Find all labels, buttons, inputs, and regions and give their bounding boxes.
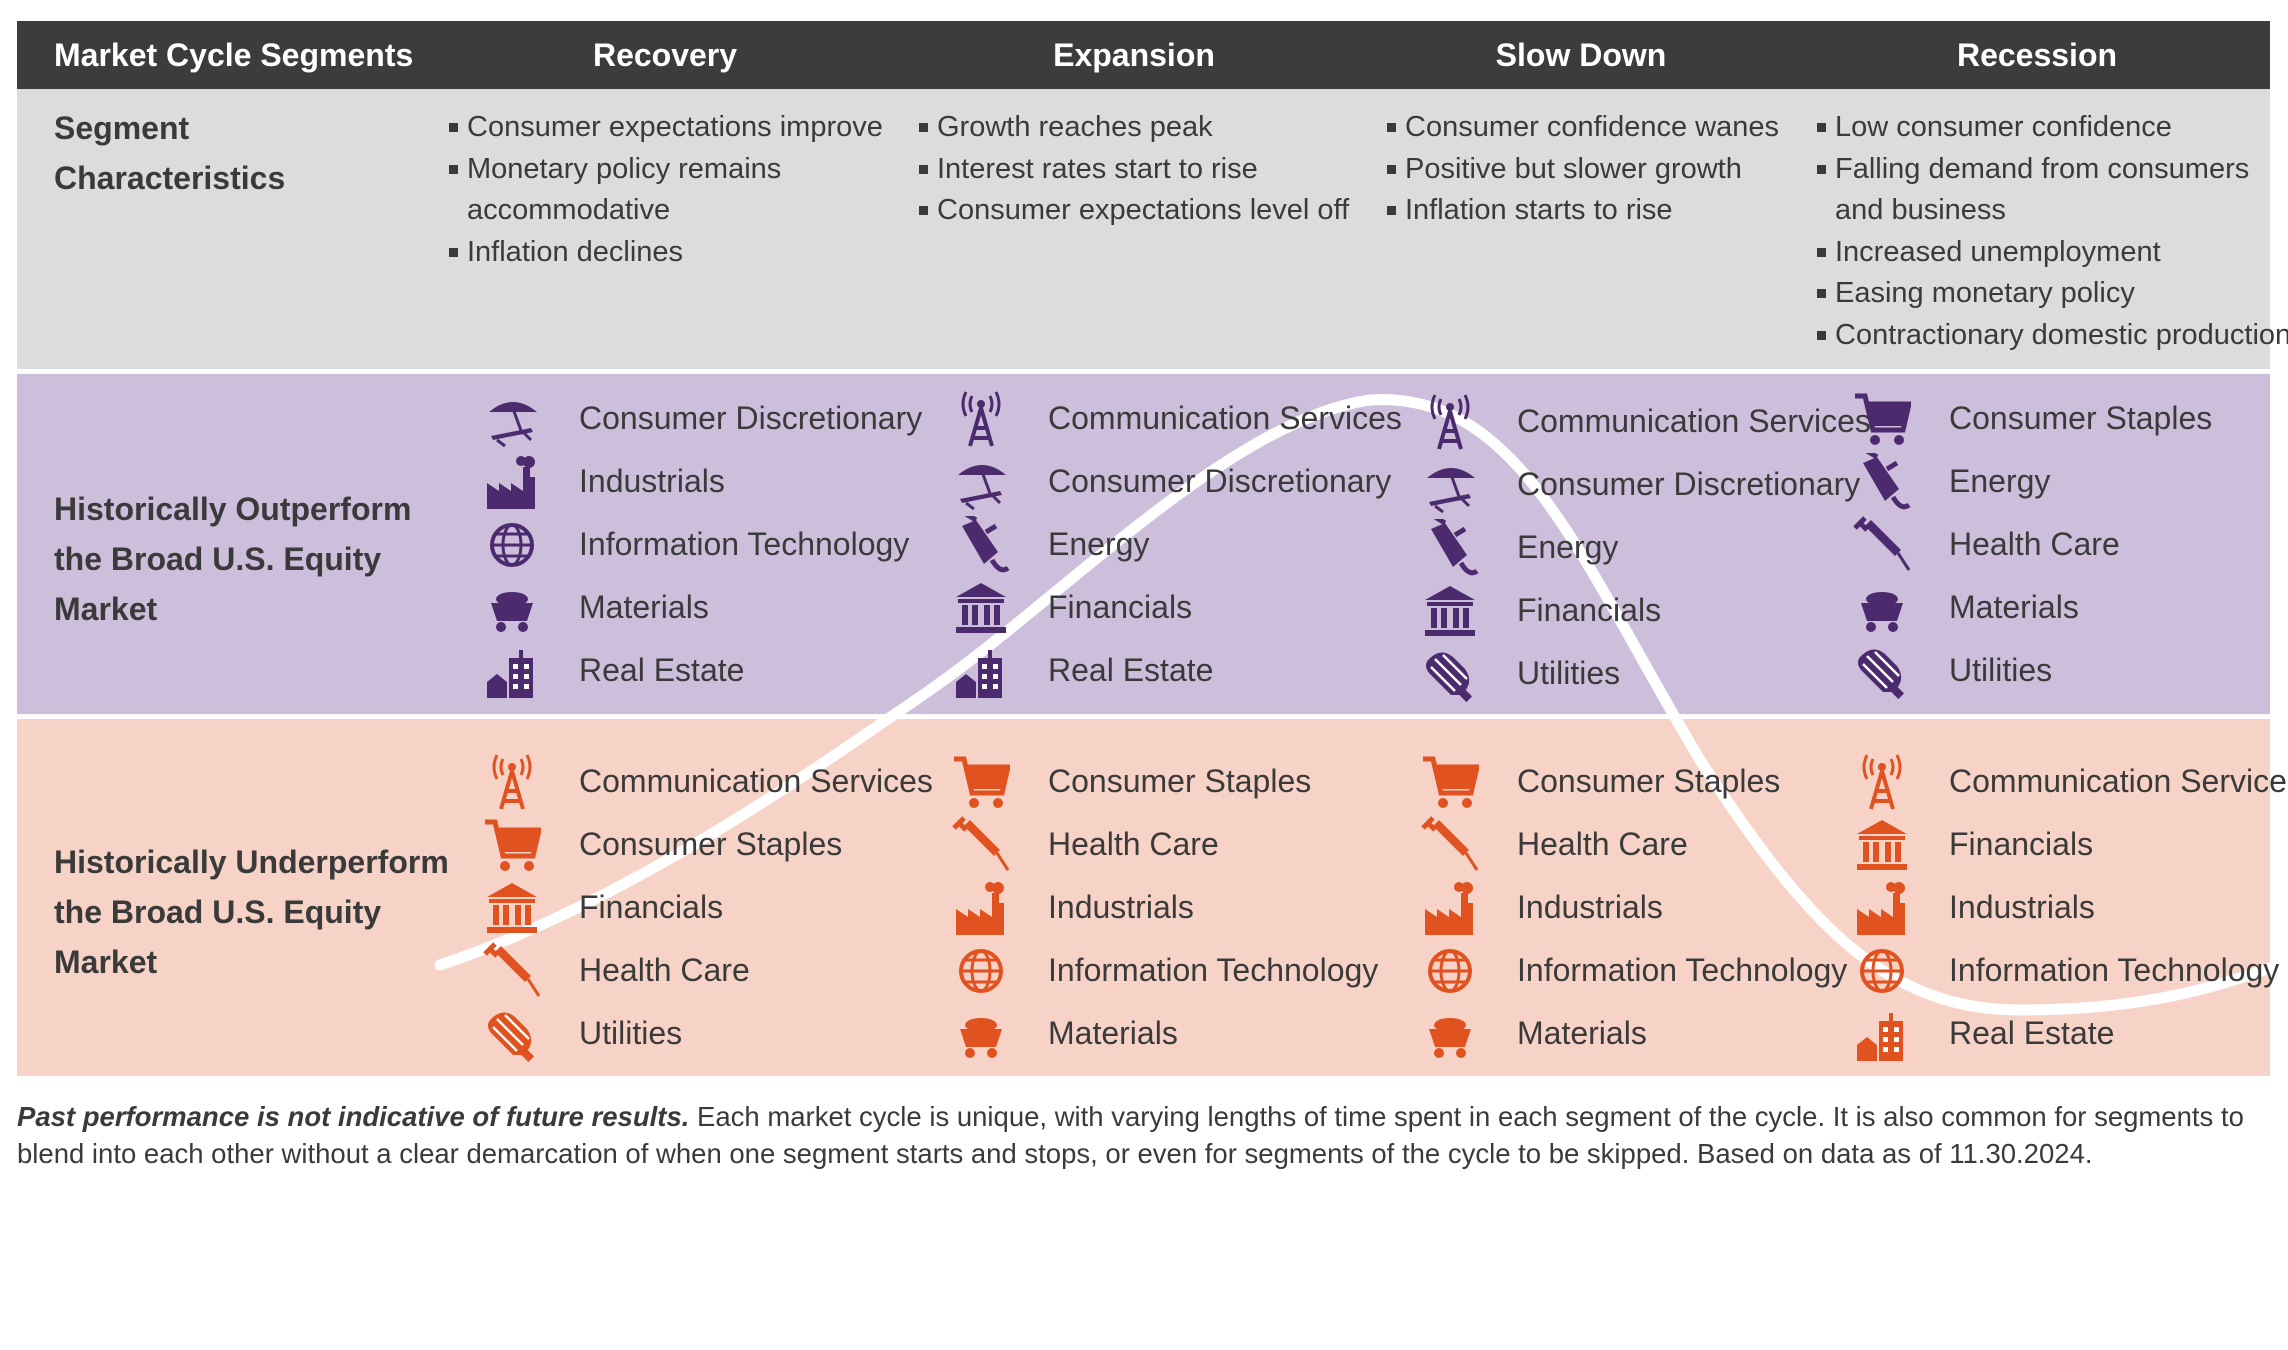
mine-cart-icon — [1421, 1005, 1479, 1063]
globe-icon — [1421, 942, 1479, 1000]
factory-icon — [483, 453, 541, 511]
mine-cart-icon — [483, 579, 541, 637]
header-bar: Market Cycle Segments Recovery Expansion… — [17, 21, 2270, 89]
light-bulb-icon — [1853, 642, 1911, 700]
power-plug-icon — [1421, 514, 1479, 577]
globe-icon — [1853, 942, 1911, 1000]
characteristic-item: Increased unemployment — [1815, 232, 2288, 274]
beach-umbrella-icon — [483, 390, 541, 448]
footnote-text: Each market cycle is unique, with varyin… — [17, 1101, 2244, 1169]
buildings-icon — [952, 642, 1010, 700]
power-plug-icon — [1853, 448, 1911, 511]
shopping-cart-icon — [1853, 390, 1913, 448]
characteristic-item: Monetary policy remains — [447, 149, 883, 191]
factory-icon — [1853, 879, 1911, 937]
characteristic-item: Inflation starts to rise — [1385, 190, 1779, 232]
bank-icon — [1853, 816, 1911, 874]
characteristic-item: Consumer confidence wanes — [1385, 107, 1779, 149]
factory-icon — [1421, 879, 1479, 937]
radio-tower-icon — [1853, 753, 1911, 811]
shopping-cart-icon — [1421, 753, 1481, 811]
characteristic-item: Growth reaches peak — [917, 107, 1349, 149]
slow-down-characteristics: Consumer confidence wanes Positive but s… — [1385, 107, 1779, 232]
syringe-icon — [483, 942, 541, 1000]
light-bulb-icon — [483, 1005, 541, 1063]
radio-tower-icon — [1421, 393, 1479, 451]
characteristic-item: Low consumer confidence — [1815, 107, 2288, 149]
beach-umbrella-icon — [1421, 456, 1479, 514]
characteristic-item: Positive but slower growth — [1385, 149, 1779, 191]
row-title-header: Market Cycle Segments — [54, 37, 414, 73]
characteristics-row-label: Segment Characteristics — [54, 110, 286, 196]
recession-characteristics: Low consumer confidence Falling demand f… — [1815, 107, 2288, 356]
syringe-icon — [1853, 516, 1911, 574]
radio-tower-icon — [483, 753, 541, 811]
segment-header-recovery: Recovery — [592, 37, 738, 73]
globe-icon — [952, 942, 1010, 1000]
radio-tower-icon — [952, 390, 1010, 448]
expansion-characteristics: Growth reaches peak Interest rates start… — [917, 107, 1349, 232]
bank-icon — [952, 579, 1010, 637]
characteristic-item: Falling demand from consumers — [1815, 149, 2288, 191]
globe-icon — [483, 516, 541, 574]
characteristic-item: and business — [1835, 194, 2006, 226]
segment-header-slow-down: Slow Down — [1495, 37, 1667, 73]
beach-umbrella-icon — [952, 453, 1010, 511]
recovery-characteristics: Consumer expectations improve Monetary p… — [447, 107, 883, 273]
syringe-icon — [1421, 816, 1479, 874]
characteristics-band: Segment Characteristics Consumer expecta… — [17, 89, 2288, 369]
characteristic-item: Interest rates start to rise — [917, 149, 1349, 191]
light-bulb-icon — [1421, 645, 1479, 703]
characteristic-item: Consumer expectations improve — [447, 107, 883, 149]
mine-cart-icon — [1853, 579, 1911, 637]
footnote: Past performance is not indicative of fu… — [17, 1098, 2277, 1172]
mine-cart-icon — [952, 1005, 1010, 1063]
buildings-icon — [1853, 1005, 1911, 1063]
characteristic-item: Contractionary domestic production — [1815, 315, 2288, 357]
characteristic-item: Easing monetary policy — [1815, 273, 2288, 315]
footnote-emphasis: Past performance is not indicative of fu… — [17, 1101, 690, 1132]
characteristic-item: Consumer expectations level off — [917, 190, 1349, 232]
bank-icon — [483, 879, 541, 937]
syringe-icon — [952, 816, 1010, 874]
buildings-icon — [483, 642, 541, 700]
shopping-cart-icon — [483, 816, 543, 874]
shopping-cart-icon — [952, 753, 1012, 811]
underperform-row-label: Historically Underperform the Broad U.S.… — [54, 844, 449, 980]
characteristic-item: accommodative — [467, 194, 671, 226]
segment-header-recession: Recession — [1956, 37, 2118, 73]
power-plug-icon — [952, 511, 1010, 574]
outperform-row-label: Historically Outperform the Broad U.S. E… — [54, 491, 412, 627]
segment-header-expansion: Expansion — [1053, 37, 1215, 73]
bank-icon — [1421, 582, 1479, 640]
factory-icon — [952, 879, 1010, 937]
characteristic-item: Inflation declines — [447, 232, 883, 274]
